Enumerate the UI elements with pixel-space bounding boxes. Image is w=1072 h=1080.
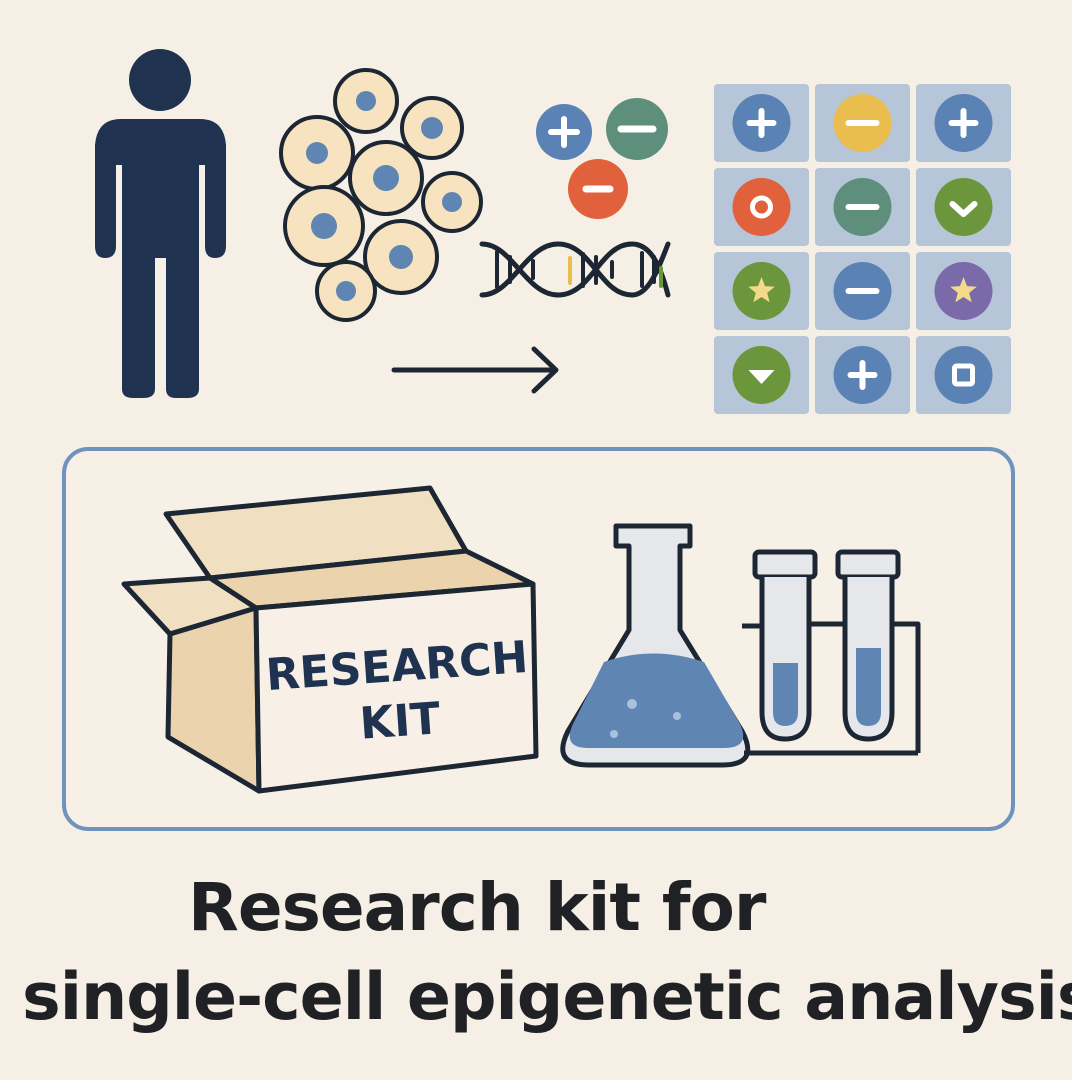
grid-tile-plus — [815, 336, 910, 414]
erlenmeyer-flask-icon — [560, 523, 751, 768]
bubble — [610, 730, 618, 738]
plus-mark-icon — [833, 346, 892, 404]
dna-icon — [479, 241, 671, 298]
cell-cluster-icon — [279, 68, 483, 322]
bubble — [673, 712, 681, 720]
plus-mark-icon — [536, 104, 592, 160]
plus-mark-icon — [934, 94, 993, 152]
grid-tile-plus — [916, 84, 1011, 162]
minus-mark-icon — [833, 262, 892, 320]
cell — [315, 260, 377, 322]
grid-tile-square — [916, 336, 1011, 414]
open-box-icon: RESEARCH KIT — [121, 485, 539, 794]
minus-mark-icon — [833, 178, 892, 236]
circle-mark-icon — [732, 178, 791, 236]
grid-tile-minus — [815, 84, 910, 162]
plus-mark-icon — [732, 94, 791, 152]
caption-line-1: Research kit for — [188, 869, 766, 946]
cell — [279, 115, 355, 191]
person-icon — [95, 49, 226, 398]
minus-mark-icon — [833, 94, 892, 152]
caption-line-2: single-cell epigenetic analysis — [22, 960, 1072, 1035]
test-tube — [752, 549, 818, 742]
star-mark-icon — [732, 262, 791, 320]
epigenetic-mark-grid — [714, 84, 1011, 414]
grid-tile-plus — [714, 84, 809, 162]
cell — [283, 185, 365, 267]
test-tube — [835, 549, 901, 742]
box-label-line-2: KIT — [358, 693, 442, 749]
grid-tile-star — [916, 252, 1011, 330]
cell — [333, 68, 399, 134]
cell — [400, 96, 464, 160]
floating-marks — [536, 98, 668, 219]
cell — [363, 219, 439, 295]
bubble — [627, 699, 637, 709]
triangle-mark-icon — [732, 346, 791, 404]
grid-tile-minus — [815, 252, 910, 330]
chevron-mark-icon — [934, 178, 993, 236]
grid-tile-chevron — [916, 168, 1011, 246]
minus-mark-icon — [568, 159, 628, 219]
cell — [348, 140, 424, 216]
grid-tile-circle — [714, 168, 809, 246]
star-mark-icon — [934, 262, 993, 320]
test-tube-rack-icon — [742, 549, 921, 756]
square-mark-icon — [934, 346, 993, 404]
cell — [421, 171, 483, 233]
grid-tile-minus — [815, 168, 910, 246]
right-arrow-icon — [391, 346, 559, 394]
minus-mark-icon — [606, 98, 668, 160]
grid-tile-triangle — [714, 336, 809, 414]
grid-tile-star — [714, 252, 809, 330]
